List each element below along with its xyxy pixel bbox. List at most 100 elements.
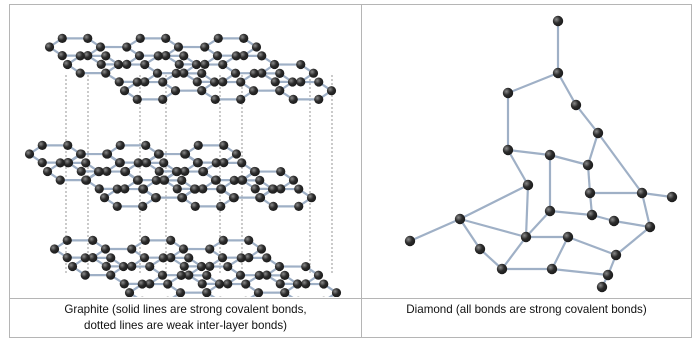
carbon-atom-icon [67, 261, 78, 272]
carbon-atom-icon [269, 59, 280, 70]
carbon-atom-icon [106, 270, 116, 280]
carbon-atom-icon [145, 261, 155, 272]
carbon-atom-icon [314, 77, 324, 87]
carbon-atom-icon [552, 67, 564, 79]
carbon-atom-icon [177, 175, 187, 185]
carbon-atom-icon [140, 59, 150, 70]
carbon-atom-icon [191, 59, 202, 70]
carbon-atom-icon [57, 51, 67, 61]
carbon-atom-icon [192, 77, 202, 87]
covalent-bond [549, 209, 593, 217]
carbon-atom-icon [211, 175, 221, 185]
carbon-atom-icon [544, 205, 556, 217]
covalent-bond [507, 149, 529, 186]
carbon-atom-icon [255, 175, 265, 185]
carbon-atom-icon [308, 68, 319, 78]
carbon-atom-icon [157, 270, 168, 280]
carbon-atom-icon [244, 235, 254, 245]
carbon-atom-icon [202, 270, 212, 280]
carbon-atom-icon [119, 279, 129, 289]
diamond-panel: Diamond (all bonds are strong covalent b… [362, 5, 691, 337]
carbon-atom-icon [159, 175, 170, 185]
carbon-atom-icon [209, 77, 220, 87]
carbon-atom-icon [132, 94, 142, 104]
covalent-bond [615, 226, 651, 256]
covalent-bond [507, 148, 551, 157]
carbon-atom-icon [151, 175, 161, 185]
carbon-atom-icon [211, 158, 221, 168]
carbon-atom-icon [153, 51, 163, 61]
carbon-atom-icon [474, 243, 486, 255]
carbon-atom-icon [241, 279, 251, 289]
carbon-atom-icon [122, 59, 132, 69]
carbon-atom-icon [280, 288, 290, 297]
carbon-atom-icon [197, 86, 207, 96]
graphite-panel: Graphite (solid lines are strong covalen… [10, 5, 362, 337]
carbon-atom-icon [42, 166, 53, 177]
carbon-atom-icon [296, 77, 306, 87]
covalent-bond [586, 132, 600, 166]
covalent-bond [551, 267, 609, 277]
atoms [24, 33, 342, 297]
carbon-atom-icon [75, 51, 85, 61]
carbon-atom-icon [170, 86, 181, 96]
carbon-atom-icon [137, 279, 147, 289]
carbon-atom-icon [301, 261, 311, 272]
interlayer-bonds [65, 75, 333, 275]
carbon-atom-icon [313, 270, 324, 280]
carbon-atom-icon [55, 158, 65, 168]
carbon-atom-icon [120, 166, 131, 177]
carbon-atom-icon [101, 51, 111, 61]
carbon-atom-icon [44, 42, 55, 52]
carbon-atom-icon [306, 193, 317, 203]
carbon-atom-icon [94, 184, 104, 194]
graphite-caption-line-1: Graphite (solid lines are strong covalen… [64, 303, 307, 316]
carbon-atom-icon [122, 42, 132, 52]
carbon-atom-icon [141, 158, 152, 168]
covalent-bond [557, 72, 577, 106]
carbon-atom-icon [88, 253, 98, 263]
carbon-atom-icon [268, 184, 278, 194]
carbon-atom-icon [275, 86, 285, 96]
graphite-caption-line-2: dotted lines are weak inter-layer bonds) [84, 319, 287, 332]
carbon-atom-icon [178, 244, 189, 254]
carbon-atom-icon [592, 127, 604, 139]
carbon-atom-icon [159, 158, 169, 168]
carbon-atom-icon [83, 33, 93, 43]
carbon-atom-icon [138, 201, 148, 211]
diamond-structure [362, 5, 691, 297]
carbon-atom-icon [154, 166, 164, 176]
carbon-atom-icon [219, 140, 229, 150]
carbon-atom-icon [301, 279, 311, 289]
carbon-atom-icon [275, 279, 285, 289]
carbon-atom-icon [145, 279, 155, 289]
carbon-atom-icon [80, 270, 90, 280]
carbon-atom-icon [63, 158, 74, 168]
carbon-atom-icon [120, 184, 130, 194]
carbon-atom-icon [200, 42, 210, 52]
carbon-atom-icon [63, 140, 73, 150]
carbon-atom-icon [179, 68, 189, 78]
carbon-atom-icon [250, 184, 260, 194]
carbon-atom-icon [562, 231, 574, 243]
carbon-atom-icon [239, 33, 249, 43]
carbon-atom-icon [62, 235, 72, 245]
carbon-atom-icon [102, 166, 112, 176]
carbon-atom-icon [166, 253, 176, 263]
carbon-atom-icon [139, 253, 150, 263]
carbon-atom-icon [212, 51, 223, 61]
carbon-atom-icon [231, 51, 241, 61]
carbon-atom-icon [294, 201, 304, 211]
carbon-atom-icon [216, 201, 226, 211]
carbon-atom-icon [172, 166, 182, 177]
carbon-atom-icon [270, 77, 280, 87]
carbon-atom-icon [81, 158, 91, 168]
carbon-atom-icon [288, 175, 299, 185]
carbon-atom-icon [177, 193, 188, 203]
carbon-atom-icon [94, 166, 104, 177]
carbon-atom-icon [151, 193, 161, 203]
carbon-atom-icon [80, 253, 90, 263]
carbon-atom-icon [253, 288, 264, 297]
carbon-atom-icon [262, 270, 272, 280]
covalent-bond [459, 184, 529, 220]
